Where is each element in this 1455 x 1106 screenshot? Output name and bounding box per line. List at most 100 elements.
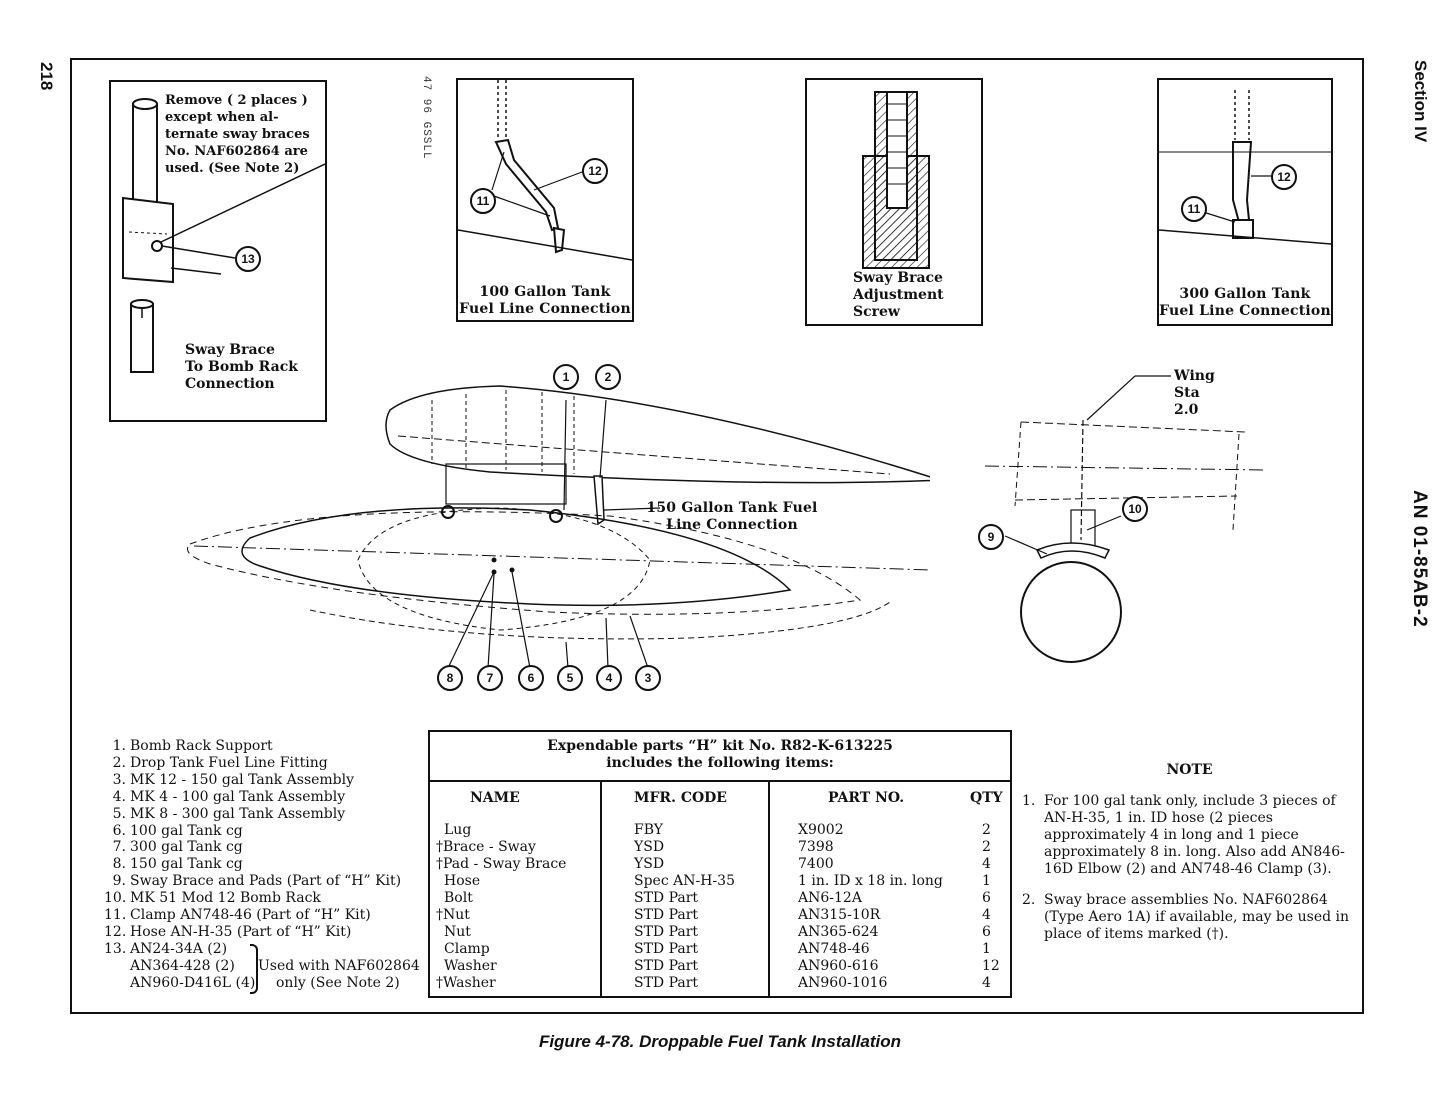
removal-note-line: used. (See Note 2)	[165, 161, 300, 176]
callout-12: 12	[1271, 164, 1297, 190]
note-number: 2.	[1022, 892, 1036, 908]
label-line: Wing	[1174, 368, 1215, 384]
wing-station-label: Wing Sta 2.0	[1174, 368, 1215, 419]
table-title-line: Expendable parts “H” kit No. R82-K-61322…	[547, 738, 893, 754]
legend-subitem: AN364-428 (2)	[130, 957, 235, 974]
legend-number: 2.	[112, 754, 126, 771]
callout-10: 10	[1122, 496, 1148, 522]
legend-text: Sway Brace and Pads (Part of “H” Kit)	[130, 873, 402, 890]
callout-4: 4	[596, 665, 622, 691]
table-cell-mfr: Spec AN-H-35	[634, 873, 735, 889]
legend-number: 3.	[112, 771, 126, 788]
tank-cross-section	[1020, 561, 1122, 663]
legend-item: 12.Hose AN-H-35 (Part of “H” Kit)	[104, 924, 401, 941]
table-cell-name: †Pad - Sway Brace	[436, 856, 567, 872]
legend-text: Bomb Rack Support	[130, 738, 273, 754]
fuel-line-300-caption: 300 Gallon Tank Fuel Line Connection	[1159, 286, 1331, 320]
label-line: Line Connection	[666, 517, 798, 533]
table-cell-name: †Nut	[436, 907, 470, 923]
note-number: 1.	[1022, 793, 1036, 809]
callout-3: 3	[635, 665, 661, 691]
fuel-line-100-caption: 100 Gallon Tank Fuel Line Connection	[458, 284, 632, 318]
document-number: AN 01-85AB-2	[1409, 490, 1430, 628]
table-cell-mfr: STD Part	[634, 958, 699, 974]
adjustment-screw-caption: Sway Brace Adjustment Screw	[853, 270, 944, 321]
fuel-line-100-drawing	[458, 80, 632, 261]
caption-line: Connection	[185, 376, 275, 392]
callout-1: 1	[553, 364, 579, 390]
fuel-line-300-drawing	[1159, 90, 1331, 245]
legend-item: 2.Drop Tank Fuel Line Fitting	[104, 755, 401, 772]
callout-8: 8	[437, 665, 463, 691]
legend-number: 5.	[112, 805, 126, 822]
figure-caption: Figure 4-78. Droppable Fuel Tank Install…	[538, 1032, 902, 1051]
caption-line: 300 Gallon Tank	[1179, 286, 1311, 302]
legend-text: MK 4 - 100 gal Tank Assembly	[130, 788, 346, 805]
table-cell-qty: 1	[982, 873, 991, 889]
sway-brace-caption: Sway Brace To Bomb Rack Connection	[185, 342, 298, 393]
bomb-rack	[445, 463, 567, 505]
column-header-mfr: MFR. CODE	[634, 790, 727, 806]
legend-text: Clamp AN748-46 (Part of “H” Kit)	[130, 907, 371, 924]
legend-item: 9.Sway Brace and Pads (Part of “H” Kit)	[104, 873, 401, 890]
removal-note-line: Remove ( 2 places )	[165, 93, 308, 108]
legend-text: MK 8 - 300 gal Tank Assembly	[130, 805, 346, 822]
sway-brace-removal-note: Remove ( 2 places ) except when al- tern…	[165, 92, 310, 177]
table-cell-part: 7398	[798, 839, 834, 855]
parts-legend: 1.Bomb Rack Support 2.Drop Tank Fuel Lin…	[104, 738, 401, 992]
table-cell-mfr: YSD	[634, 839, 665, 855]
label-line: Sta	[1174, 385, 1200, 401]
caption-line: Adjustment	[853, 287, 944, 303]
table-cell-qty: 6	[982, 890, 991, 906]
legend-text: 300 gal Tank cg	[130, 839, 243, 856]
fuel-150-label: 150 Gallon Tank Fuel Line Connection	[632, 500, 832, 534]
caption-line: To Bomb Rack	[185, 359, 298, 375]
table-cell-mfr: FBY	[634, 822, 663, 838]
table-cell-name: Bolt	[444, 890, 473, 906]
table-cell-name: Nut	[444, 924, 471, 940]
table-cell-qty: 6	[982, 924, 991, 940]
notes-heading: NOTE	[1166, 762, 1213, 778]
legend-number: 11.	[104, 907, 127, 924]
caption-line: Screw	[853, 304, 900, 320]
table-cell-mfr: STD Part	[634, 924, 699, 940]
legend-text: Drop Tank Fuel Line Fitting	[130, 754, 328, 771]
legend-number: 4.	[112, 788, 126, 805]
table-cell-mfr: STD Part	[634, 907, 699, 923]
table-cell-qty: 4	[982, 856, 991, 872]
table-cell-name: Washer	[444, 958, 497, 974]
expendable-parts-table: Expendable parts “H” kit No. R82-K-61322…	[428, 730, 1012, 998]
table-cell-part: AN960-616	[798, 958, 879, 974]
table-cell-part: AN960-1016	[798, 975, 888, 991]
notes-block: NOTE 1.For 100 gal tank only, include 3 …	[1022, 762, 1357, 957]
callout-12: 12	[582, 158, 608, 184]
callout-13: 13	[235, 246, 261, 272]
caption-line: Sway Brace	[853, 270, 943, 286]
callout-7: 7	[477, 665, 503, 691]
inset-sway-brace-adjustment-screw: Sway Brace Adjustment Screw	[805, 78, 983, 326]
caption-line: 100 Gallon Tank	[479, 284, 611, 300]
table-cell-qty: 2	[982, 822, 991, 838]
caption-line: Fuel Line Connection	[1159, 303, 1331, 319]
callout-11: 11	[470, 188, 496, 214]
removal-note-line: ternate sway braces	[165, 127, 310, 142]
legend-text: 150 gal Tank cg	[130, 856, 243, 873]
legend-item: 4.MK 4 - 100 gal Tank Assembly	[104, 789, 401, 806]
legend-text: Hose AN-H-35 (Part of “H” Kit)	[130, 923, 352, 940]
table-cell-qty: 2	[982, 839, 991, 855]
table-cell-part: X9002	[798, 822, 844, 838]
legend-text: MK 51 Mod 12 Bomb Rack	[130, 890, 321, 907]
legend-item: 11.Clamp AN748-46 (Part of “H” Kit)	[104, 907, 401, 924]
legend-item: 5.MK 8 - 300 gal Tank Assembly	[104, 806, 401, 823]
item13-note: Used with NAF602864 only (See Note 2)	[258, 958, 420, 992]
figure-frame	[70, 58, 1364, 1014]
tank-150-outline	[187, 511, 862, 615]
sway-brace-drawing	[122, 98, 325, 373]
inset-sway-brace-connection: Remove ( 2 places ) except when al- tern…	[109, 80, 327, 422]
table-cell-mfr: STD Part	[634, 890, 699, 906]
table-cell-name: Lug	[444, 822, 472, 838]
legend-item: 1.Bomb Rack Support	[104, 738, 401, 755]
legend-number: 12.	[104, 923, 127, 940]
table-cell-qty: 4	[982, 975, 991, 991]
legend-number: 7.	[112, 839, 126, 856]
